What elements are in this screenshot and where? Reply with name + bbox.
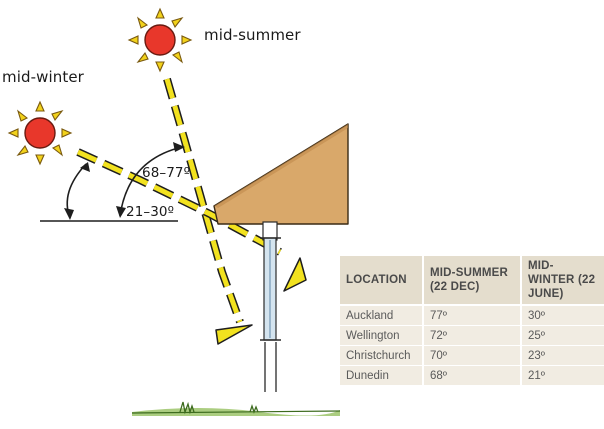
cell-mid-winter: 23º [521,345,604,366]
mid-winter-label: mid-winter [2,68,84,86]
sun-icon-summer [128,8,192,72]
cell-mid-summer: 72º [423,325,522,346]
header-mid-winter: MID-WINTER (22 JUNE) [521,256,604,306]
table-row: Dunedin 68º 21º [340,365,604,386]
cell-location: Dunedin [340,365,424,386]
summer-sun-ray [163,77,253,345]
header-location: LOCATION [340,256,424,306]
sun-angle-table: LOCATION MID-SUMMER (22 DEC) MID-WINTER … [340,256,604,386]
cell-mid-winter: 30º [521,305,604,326]
table-header-row: LOCATION MID-SUMMER (22 DEC) MID-WINTER … [340,256,604,306]
table-row: Christchurch 70º 23º [340,345,604,366]
summer-angle-label: 68–77º [142,165,191,181]
cell-mid-winter: 21º [521,365,604,386]
cell-location: Christchurch [340,345,424,366]
cell-mid-summer: 70º [423,345,522,366]
winter-angle-label: 21–30º [126,204,175,220]
summer-angle-arc [119,146,183,217]
cell-mid-winter: 25º [521,325,604,346]
header-mid-summer: MID-SUMMER (22 DEC) [423,256,522,306]
cell-location: Auckland [340,305,424,326]
cell-location: Wellington [340,325,424,346]
table-row: Wellington 72º 25º [340,325,604,346]
grass [131,401,341,416]
sun-icon-winter [8,101,72,165]
mid-summer-label: mid-summer [204,26,301,44]
cell-mid-summer: 68º [423,365,522,386]
winter-sun-ray [76,148,307,292]
cell-mid-summer: 77º [423,305,522,326]
table-row: Auckland 77º 30º [340,305,604,326]
